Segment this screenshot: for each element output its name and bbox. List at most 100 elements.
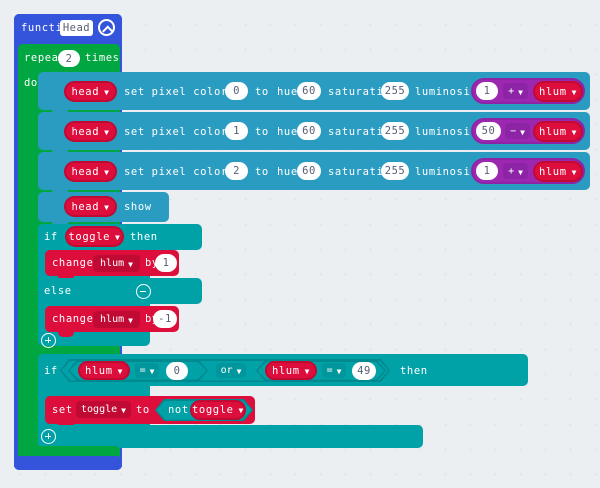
to-text-3: to xyxy=(255,166,269,178)
pixel-index-field-3[interactable]: 2 xyxy=(225,162,248,180)
minus-circle-icon[interactable] xyxy=(136,284,151,299)
chevron-up-icon[interactable] xyxy=(98,19,115,36)
change-keyword-label: change xyxy=(52,257,94,269)
function-name-field[interactable]: Head xyxy=(60,20,93,36)
then-keyword-label: then xyxy=(130,231,158,243)
variable-label: toggle xyxy=(81,404,118,415)
change-variable-dropdown-then[interactable]: hlum ▼ xyxy=(93,255,140,272)
target-label: head xyxy=(71,125,100,138)
chevron-down-icon: ▼ xyxy=(304,366,311,376)
saturation-field-3[interactable]: 255 xyxy=(381,162,409,180)
luminosity-text-1: luminosity xyxy=(415,86,485,98)
not-keyword-label: not xyxy=(168,404,189,416)
chevron-down-icon: ▼ xyxy=(571,127,578,137)
chevron-down-icon: ▼ xyxy=(128,316,133,325)
change-amount-field-then[interactable]: 1 xyxy=(155,254,177,272)
repeat-count-field[interactable]: 2 xyxy=(58,50,80,67)
saturation-text-1: saturation xyxy=(328,86,398,98)
if-bounds-footer[interactable] xyxy=(38,425,423,448)
chevron-down-icon: ▼ xyxy=(336,367,342,376)
target-label: head xyxy=(71,85,100,98)
hue-field-2[interactable]: 60 xyxy=(297,122,321,140)
else-bar[interactable] xyxy=(38,278,202,304)
set-keyword-label: set xyxy=(52,404,73,416)
operator-symbol: + xyxy=(508,85,515,97)
hue-text-2: hue xyxy=(277,126,298,138)
target-dropdown-1[interactable]: head ▼ xyxy=(64,81,117,102)
chevron-down-icon: ▼ xyxy=(104,127,110,137)
chevron-down-icon: ▼ xyxy=(115,232,121,242)
math-operator-dropdown-2[interactable]: − ▼ xyxy=(505,123,530,139)
by-label-else: by xyxy=(145,313,159,325)
math-left-operand-1[interactable]: 1 xyxy=(476,82,498,100)
math-right-operand-2[interactable]: hlum ▼ xyxy=(533,121,583,142)
boolean-operator-dropdown[interactable]: or ▼ xyxy=(216,363,246,378)
chevron-down-icon: ▼ xyxy=(518,87,523,97)
by-label-then: by xyxy=(145,257,159,269)
math-right-operand-1[interactable]: hlum ▼ xyxy=(533,81,583,102)
chevron-down-icon: ▼ xyxy=(149,367,155,376)
if-condition-toggle-dropdown[interactable]: toggle ▼ xyxy=(65,226,124,247)
math-left-operand-3[interactable]: 1 xyxy=(476,162,498,180)
repeat-keyword-label: repeat xyxy=(24,52,66,64)
if-keyword-label: if xyxy=(44,231,58,243)
chevron-down-icon: ▼ xyxy=(571,167,578,177)
block-notch xyxy=(58,332,74,337)
plus-circle-icon-if-bounds[interactable] xyxy=(41,429,56,444)
set-pixel-text-2: set pixel color at xyxy=(124,126,249,138)
variable-label: hlum xyxy=(538,125,567,138)
compare-right-operator-dropdown[interactable]: = ▼ xyxy=(322,363,346,378)
saturation-field-1[interactable]: 255 xyxy=(381,82,409,100)
chevron-down-icon: ▼ xyxy=(104,87,110,97)
set-pixel-text-1: set pixel color at xyxy=(124,86,249,98)
hue-field-1[interactable]: 60 xyxy=(297,82,321,100)
plus-circle-icon-if-toggle[interactable] xyxy=(41,333,56,348)
chevron-down-icon: ▼ xyxy=(520,127,525,137)
compare-left-value-field[interactable]: 0 xyxy=(166,362,188,380)
compare-left-variable-dropdown[interactable]: hlum ▼ xyxy=(78,361,130,380)
not-operand-dropdown[interactable]: toggle ▼ xyxy=(190,400,246,420)
variable-label: hlum xyxy=(84,364,113,377)
change-amount-field-else[interactable]: -1 xyxy=(153,310,177,328)
repeat-do-label: do xyxy=(24,77,38,89)
compare-right-variable-dropdown[interactable]: hlum ▼ xyxy=(265,361,317,380)
set-variable-dropdown[interactable]: toggle ▼ xyxy=(76,401,131,418)
pixel-index-field-1[interactable]: 0 xyxy=(225,82,248,100)
variable-label: toggle xyxy=(192,404,234,416)
saturation-text-3: saturation xyxy=(328,166,398,178)
operator-symbol: = xyxy=(326,365,333,376)
operator-symbol: = xyxy=(139,365,146,376)
target-dropdown-2[interactable]: head ▼ xyxy=(64,121,117,142)
else-keyword-label: else xyxy=(44,285,72,297)
saturation-field-2[interactable]: 255 xyxy=(381,122,409,140)
target-dropdown-3[interactable]: head ▼ xyxy=(64,161,117,182)
hue-field-3[interactable]: 60 xyxy=(297,162,321,180)
variable-label: hlum xyxy=(271,364,300,377)
pixel-index-field-2[interactable]: 1 xyxy=(225,122,248,140)
operator-symbol: + xyxy=(508,165,515,177)
variable-label: hlum xyxy=(538,85,567,98)
compare-right-value-field[interactable]: 49 xyxy=(352,362,376,380)
set-pixel-text-3: set pixel color at xyxy=(124,166,249,178)
math-left-operand-2[interactable]: 50 xyxy=(476,122,501,140)
saturation-text-2: saturation xyxy=(328,126,398,138)
if-bounds-keyword-label: if xyxy=(44,365,58,377)
luminosity-text-3: luminosity xyxy=(415,166,485,178)
target-label: head xyxy=(71,165,100,178)
math-right-operand-3[interactable]: hlum ▼ xyxy=(533,161,583,182)
hue-text-1: hue xyxy=(277,86,298,98)
math-operator-dropdown-1[interactable]: + ▼ xyxy=(503,83,528,99)
to-text-2: to xyxy=(255,126,269,138)
show-label: show xyxy=(124,201,152,213)
math-operator-dropdown-3[interactable]: + ▼ xyxy=(503,163,528,179)
chevron-down-icon: ▼ xyxy=(128,260,133,269)
operator-symbol: − xyxy=(510,125,517,137)
compare-left-operator-dropdown[interactable]: = ▼ xyxy=(135,363,159,378)
to-text-1: to xyxy=(255,86,269,98)
show-target-dropdown[interactable]: head ▼ xyxy=(64,196,117,217)
function-block-footer[interactable] xyxy=(14,456,122,470)
chevron-down-icon: ▼ xyxy=(104,167,110,177)
chevron-down-icon: ▼ xyxy=(117,366,124,376)
change-variable-dropdown-else[interactable]: hlum ▼ xyxy=(93,311,140,328)
